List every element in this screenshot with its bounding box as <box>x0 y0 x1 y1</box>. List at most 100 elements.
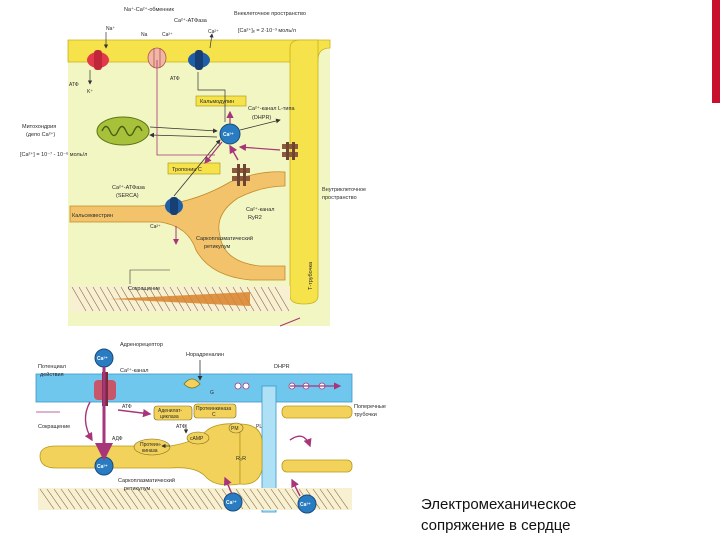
filament-stroke <box>319 488 335 510</box>
label-atp1: АТФ <box>69 82 79 88</box>
label-ca-outside: [Ca²⁺]ₑ = 2·10⁻³ моль/л <box>238 27 296 34</box>
caption-line-1: Электромеханическое <box>421 496 577 513</box>
sarcoplasmic-reticulum-top <box>69 171 286 281</box>
contraction-wedge <box>110 292 250 306</box>
filament-stroke <box>312 488 328 510</box>
label-ryr2: RyR2 <box>248 215 262 221</box>
label-ca-ion-1: Ca²⁺ <box>97 356 108 362</box>
label-sr2-top: ретикулум <box>204 244 231 250</box>
bottom-arrows <box>36 360 342 497</box>
filament-stroke <box>99 286 115 312</box>
filament-stroke <box>46 488 62 510</box>
label-pl: PL <box>256 424 262 430</box>
label-na2: Na <box>141 32 148 38</box>
filament-stroke <box>116 488 132 510</box>
serca-pump <box>165 197 183 215</box>
label-ca-channel: Ca²⁺-канал <box>120 367 149 374</box>
label-action-potential: Потенциал <box>38 364 66 370</box>
label-intracellular: Внутриклеточное <box>322 187 366 193</box>
label-relax: Сокращение <box>38 424 70 430</box>
label-ca-inside: [Ca²⁺] = 10⁻⁷ - 10⁻⁶ моль/л <box>20 151 87 158</box>
top-panel: Na⁺-Ca²⁺-обменник Ca²⁺-АТФаза Внеклеточн… <box>20 6 366 327</box>
l-type-channel <box>282 142 298 160</box>
filament-stroke <box>277 488 293 510</box>
label-ca-center: Ca²⁺ <box>223 132 234 138</box>
label-ca-ion-3: Ca²⁺ <box>226 500 237 506</box>
label-adp: АДФ <box>112 436 123 442</box>
filament-stroke <box>88 488 104 510</box>
label-mito2: (депо Ca²⁺) <box>26 131 55 138</box>
filament-stroke <box>130 488 146 510</box>
label-dhpr-top: (DHPR) <box>252 115 271 121</box>
filament-stroke <box>253 286 269 312</box>
mitochondrion <box>96 116 150 146</box>
filament-stroke <box>144 488 160 510</box>
pm-ellipse <box>228 422 244 434</box>
calmodulin-box <box>195 95 247 107</box>
filament-stroke <box>71 286 87 312</box>
label-atp2-bottom: АТФ <box>176 424 186 430</box>
label-ca-atpase: Ca²⁺-АТФаза <box>174 17 208 24</box>
filament-stroke <box>165 488 181 510</box>
filament-stroke <box>137 488 153 510</box>
label-serca2: (SERCA) <box>116 193 139 199</box>
filament-stroke <box>67 488 83 510</box>
sr-junction <box>239 423 263 485</box>
label-pkc: Протеинкиназа <box>196 406 231 412</box>
label-ca1: Ca²⁺ <box>162 32 173 38</box>
label-transverse2: трубочки <box>354 412 377 418</box>
label-action-potential2: действия <box>40 371 64 378</box>
slide-caption: Электромеханическое сопряжение в сердце <box>421 494 621 536</box>
label-pkc2: C <box>212 412 216 418</box>
label-sr-bottom: Саркоплазматический <box>118 477 175 484</box>
label-transverse: Поперечные <box>354 404 386 410</box>
ryr2-channel <box>232 164 250 186</box>
filament-stroke <box>193 488 209 510</box>
label-contraction-top: Сокращение <box>128 286 160 292</box>
label-adrenoreceptor: Адренорецептор <box>120 342 163 348</box>
pkc-box <box>193 403 237 419</box>
label-atp2: АТФ <box>170 76 180 82</box>
sr-right-tube-2 <box>281 459 353 473</box>
label-t-tubule: Т-трубочка <box>308 261 314 290</box>
label-ca-sr: Ca²⁺ <box>150 224 161 230</box>
accent-bar <box>712 0 720 103</box>
label-k: K⁺ <box>87 89 93 95</box>
adenylate-cyclase-box <box>153 405 193 421</box>
filament-stroke <box>186 488 202 510</box>
filament-stroke <box>284 488 300 510</box>
label-calsequestrin: Кальсеквестрин <box>72 213 113 219</box>
top-arrows <box>87 32 301 327</box>
filament-stroke <box>207 488 223 510</box>
filament-stroke <box>249 488 265 510</box>
filament-stroke <box>158 488 174 510</box>
filament-stroke <box>95 488 111 510</box>
label-pka: Протеин- <box>140 442 162 448</box>
label-ca-ion-4: Ca²⁺ <box>300 502 311 508</box>
filament-stroke <box>123 488 139 510</box>
label-intracellular2: пространство <box>322 195 357 201</box>
label-norepinephrine: Норадреналин <box>186 352 224 358</box>
label-camp: cAMP <box>190 436 204 442</box>
adrenoreceptor <box>183 378 201 389</box>
filament-stroke <box>172 488 188 510</box>
charge-marker <box>242 382 250 390</box>
filament-stroke <box>74 488 90 510</box>
filament-stroke <box>333 488 349 510</box>
filament-stroke <box>53 488 69 510</box>
label-pka2: киназа <box>142 448 158 454</box>
camp-ellipse <box>186 431 210 445</box>
label-ryr-bottom: R₂R <box>236 456 246 462</box>
filament-stroke <box>81 488 97 510</box>
filament-stroke <box>179 488 195 510</box>
label-ca-ion-2: Ca²⁺ <box>97 464 108 470</box>
label-ryr: Ca²⁺-канал <box>246 206 275 213</box>
calcium-ion-3 <box>223 492 243 512</box>
pka-ellipse <box>133 438 171 456</box>
filament-stroke <box>92 286 108 312</box>
filament-stroke <box>85 286 101 312</box>
label-calmodulin: Кальмодулин <box>200 99 234 105</box>
filament-stroke <box>109 488 125 510</box>
filament-stroke <box>102 488 118 510</box>
